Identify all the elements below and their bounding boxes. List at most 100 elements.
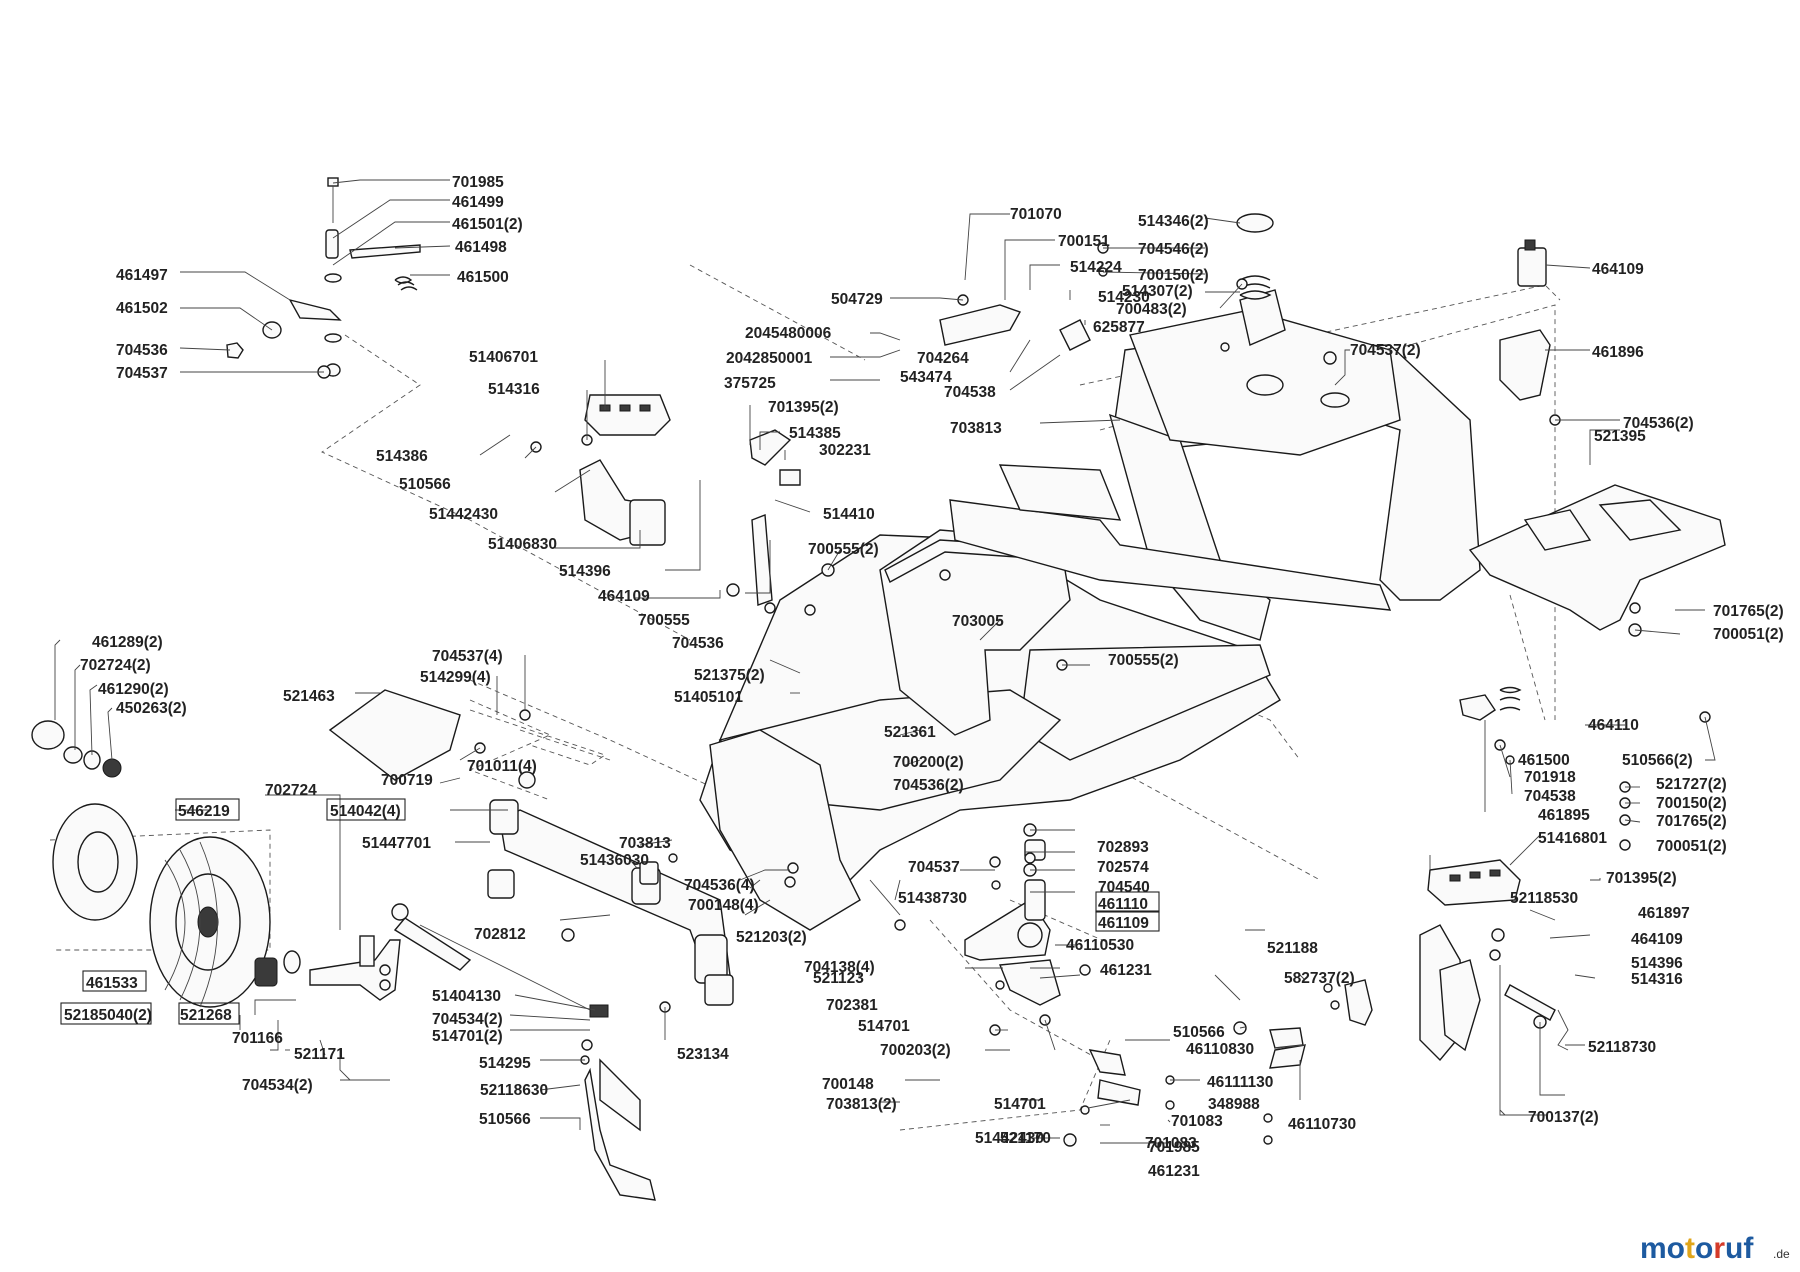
part-label: 461895 [1538, 807, 1590, 824]
part-label: 701395(2) [768, 399, 839, 416]
part-label: 704538 [944, 384, 996, 401]
part-label: 514295 [479, 1055, 531, 1072]
part-label: 704546(2) [1138, 241, 1209, 258]
part-label: 521123 [813, 970, 864, 987]
part-label: 51404130 [432, 988, 501, 1005]
part-label: 514230 [1098, 289, 1150, 306]
part-label: 702574 [1097, 859, 1149, 876]
part-label: 704536(2) [893, 777, 964, 794]
part-label: 51447701 [362, 835, 431, 852]
part-label: 450263(2) [116, 700, 187, 717]
part-label: 704536(2) [1623, 415, 1694, 432]
part-label: 461500 [457, 269, 509, 286]
part-label: 704538 [1524, 788, 1576, 805]
part-label: 510566 [479, 1111, 531, 1128]
part-label: 704537(4) [432, 648, 503, 665]
part-label: 46111130 [1207, 1074, 1273, 1091]
part-label: 514410 [823, 506, 875, 523]
part-label: 514316 [1631, 971, 1683, 988]
part-label: 464109 [1592, 261, 1644, 278]
part-label: 701985 [1148, 1139, 1200, 1156]
part-label: 461290(2) [98, 681, 169, 698]
part-label: 521171 [294, 1046, 345, 1063]
part-label: 702724(2) [80, 657, 151, 674]
part-label: 521188 [1267, 940, 1318, 957]
part-label: 701011(4) [467, 758, 537, 775]
part-label: 701765(2) [1656, 813, 1727, 830]
part-label: 701166 [232, 1030, 283, 1047]
part-label: 704264 [917, 350, 969, 367]
part-label: 464110 [1588, 717, 1639, 734]
part-label: 510566(2) [1622, 752, 1693, 769]
label-boxes [60, 798, 1160, 1025]
part-label: 701083 [1171, 1113, 1223, 1130]
part-label: 52185040(2) [64, 1007, 152, 1024]
part-label: 521395 [1594, 428, 1646, 445]
part-label: 700151 [1058, 233, 1110, 250]
part-label: 582737(2) [1284, 970, 1355, 987]
brand-suffix: .de [1773, 1247, 1790, 1261]
part-label: 461499 [452, 194, 504, 211]
front-axle-assembly [31, 304, 1569, 1201]
part-label: 700555(2) [808, 541, 879, 558]
part-label: 700203(2) [880, 1042, 951, 1059]
part-label: 348988 [1208, 1096, 1260, 1113]
part-label: 461502 [116, 300, 168, 317]
part-label: 514396 [1631, 955, 1683, 972]
part-label: 2042850001 [726, 350, 813, 367]
part-label: 700483(2) [1116, 301, 1187, 318]
part-label: 51416801 [1538, 830, 1607, 847]
part-label: 52118630 [480, 1082, 548, 1099]
part-label: 700555(2) [1108, 652, 1179, 669]
part-label: 514701(2) [432, 1028, 503, 1045]
part-label: 521268 [180, 1007, 232, 1024]
part-label: 704536(4) [684, 877, 755, 894]
part-label: 51406830 [488, 536, 557, 553]
part-label: 461501(2) [452, 216, 523, 233]
part-label: 700148(4) [688, 897, 759, 914]
part-label: 375725 [724, 375, 776, 392]
part-label: 461497 [116, 267, 168, 284]
part-label: 51406701 [469, 349, 538, 366]
part-label: 51438730 [898, 890, 967, 907]
part-label: 700148 [822, 1076, 874, 1093]
part-label: 514396 [559, 563, 611, 580]
part-label: 464109 [598, 588, 650, 605]
part-label: 461498 [455, 239, 507, 256]
part-label: 700051(2) [1656, 838, 1727, 855]
part-label: 521727(2) [1656, 776, 1727, 793]
part-label: 700150(2) [1138, 267, 1209, 284]
part-label: 521170 [1000, 1130, 1051, 1147]
main-frame [699, 213, 1726, 931]
part-label: 703813 [619, 835, 671, 852]
part-label: 701083 [1145, 1135, 1197, 1152]
brand-logo: motoruf .de [1640, 1232, 1790, 1265]
part-label: 52118530 [1510, 890, 1578, 907]
part-label: 510566 [1173, 1024, 1225, 1041]
part-label: 46110830 [1186, 1041, 1254, 1058]
part-label: 625877 [1093, 319, 1145, 336]
part-label: 701070 [1010, 206, 1062, 223]
svg-text:motoruf: motoruf [1640, 1232, 1754, 1265]
part-label: 514701 [858, 1018, 910, 1035]
part-label: 461500 [1518, 752, 1570, 769]
part-label: 700200(2) [893, 754, 964, 771]
part-label: 461231 [1148, 1163, 1200, 1180]
part-label: 543474 [900, 369, 952, 386]
part-label: 461533 [86, 975, 138, 992]
part-label: 461231 [1100, 962, 1152, 979]
part-label: 703813 [950, 420, 1002, 437]
part-label: 704537(2) [1350, 342, 1421, 359]
part-label: 514316 [488, 381, 540, 398]
part-label: 704138(4) [804, 959, 875, 976]
part-label: 514042(4) [330, 803, 401, 820]
part-label: 504729 [831, 291, 883, 308]
part-label: 46110730 [1288, 1116, 1356, 1133]
part-label: 461289(2) [92, 634, 163, 651]
part-label: 514346(2) [1138, 213, 1209, 230]
part-label: 704534(2) [432, 1011, 503, 1028]
part-label: 461109 [1098, 915, 1149, 932]
part-label: 700719 [381, 772, 433, 789]
part-label: 704536 [116, 342, 168, 359]
part-label: 46110530 [1066, 937, 1134, 954]
